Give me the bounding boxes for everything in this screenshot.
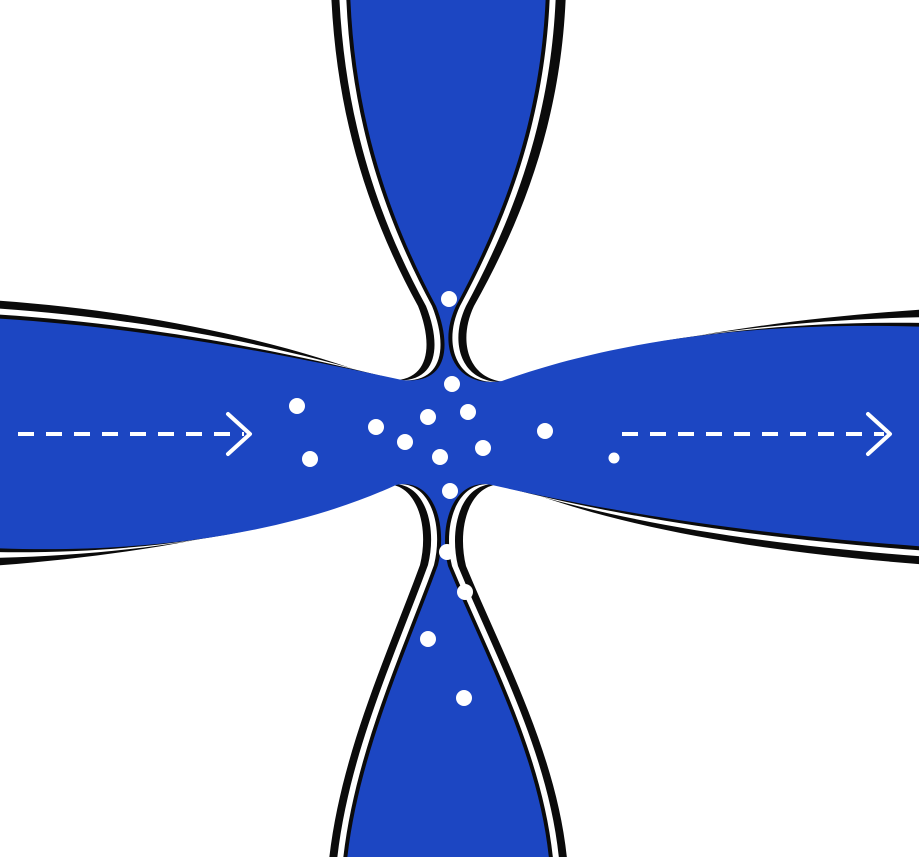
particle: [439, 544, 455, 560]
particle: [397, 434, 413, 450]
particle: [609, 453, 620, 464]
particle: [456, 690, 472, 706]
particle: [460, 404, 476, 420]
particle: [420, 409, 436, 425]
particle: [444, 376, 460, 392]
particle: [537, 423, 553, 439]
particle: [475, 440, 491, 456]
particle: [442, 483, 458, 499]
particle: [302, 451, 318, 467]
particle: [432, 449, 448, 465]
particle: [441, 291, 457, 307]
particle: [368, 419, 384, 435]
particle: [420, 631, 436, 647]
particle: [457, 584, 473, 600]
particle: [289, 398, 305, 414]
